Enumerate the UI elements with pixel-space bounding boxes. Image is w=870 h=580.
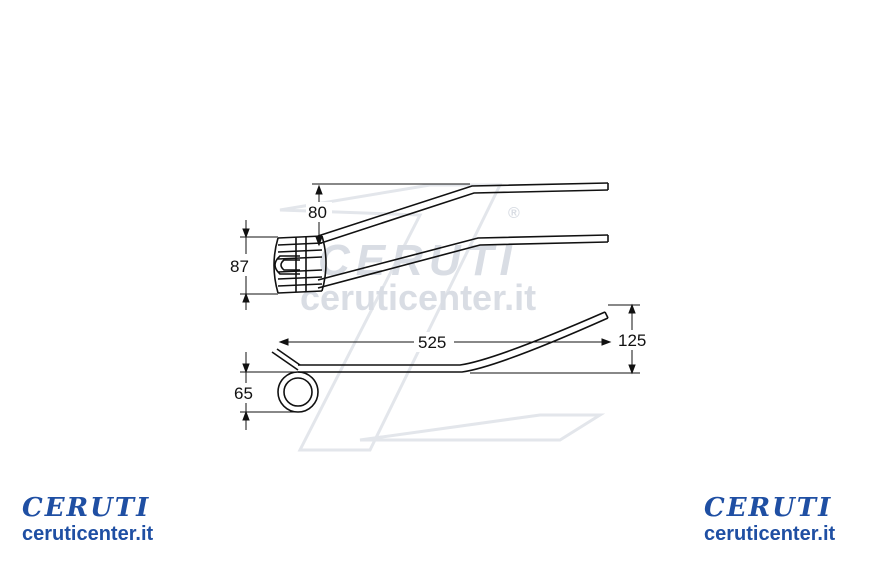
tine-tip: [604, 311, 609, 319]
brand-left-logo: CERUTI: [22, 493, 151, 523]
watermark-logo: CERUTI: [318, 236, 518, 285]
dim-125-label: 125: [618, 331, 646, 350]
dim-65-arrow-bottom: [242, 410, 250, 421]
upper-leg-bottom-edge: [317, 189, 609, 245]
watermark-registered-mark: ®: [508, 205, 520, 222]
dim-525-label: 525: [418, 333, 446, 352]
hook-arm-inner: [276, 348, 301, 366]
dim-80-arrow-top: [315, 184, 323, 195]
brand-right-url: ceruticenter.it: [704, 523, 836, 545]
dim-125-label-bg: [616, 330, 652, 350]
dim-87-label: 87: [230, 257, 249, 276]
dim-65-label-bg: [232, 383, 262, 403]
watermark-url: ceruticenter.it: [300, 277, 536, 318]
hook-arm-outer: [271, 351, 299, 371]
dim-80-label: 80: [308, 203, 327, 222]
coil-hook-inner: [280, 259, 300, 271]
coil-windings: [273, 235, 327, 294]
watermark: CERUTI ceruticenter.it ®: [279, 183, 606, 452]
dim-65-arrow-top: [242, 363, 250, 374]
lower-leg-bottom-edge: [317, 241, 609, 289]
side-view: [271, 311, 609, 413]
dim-65-label: 65: [234, 384, 253, 403]
dim-80-arrow-bottom: [315, 236, 323, 247]
coil-hook: [274, 255, 300, 275]
top-view: [273, 182, 609, 294]
dim-87-label-bg: [228, 254, 260, 276]
brand-left-url: ceruticenter.it: [22, 523, 154, 545]
brand-left: CERUTI ceruticenter.it: [22, 494, 153, 546]
lower-leg-top-edge: [317, 234, 609, 281]
dim-525-label-bg: [414, 332, 454, 352]
dim-80-label-bg: [306, 202, 332, 222]
brand-right: CERUTI ceruticenter.it: [704, 494, 835, 546]
dim-125-arrow-top: [628, 303, 636, 314]
tine-top-edge: [298, 311, 606, 366]
tine-bottom-edge: [298, 317, 609, 373]
dim-525-arrow-left: [278, 338, 289, 346]
coil-inner: [283, 377, 313, 407]
brand-right-logo: CERUTI: [704, 493, 833, 523]
top-view-dimensions: [240, 183, 470, 310]
dim-125-arrow-bottom: [628, 364, 636, 375]
upper-leg-top-edge: [317, 182, 609, 237]
dim-87-arrow-bottom: [242, 292, 250, 303]
watermark-shape: [279, 183, 503, 452]
watermark-shape-base: [359, 413, 606, 442]
dim-87-arrow-top: [242, 228, 250, 239]
dim-525-arrow-right: [601, 338, 612, 346]
